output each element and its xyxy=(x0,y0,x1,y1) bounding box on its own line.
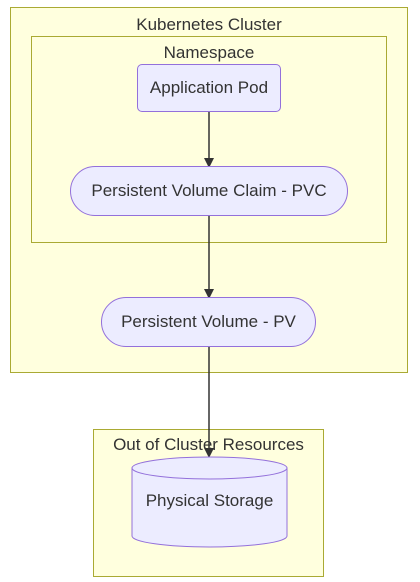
pvc-label: Persistent Volume Claim - PVC xyxy=(91,181,327,200)
namespace-cluster-label: Namespace xyxy=(163,43,255,62)
physical-storage-label: Physical Storage xyxy=(145,491,274,510)
pvc-node: Persistent Volume Claim - PVC xyxy=(70,166,348,216)
application-pod-node: Application Pod xyxy=(137,64,281,112)
kubernetes-cluster-label: Kubernetes Cluster xyxy=(136,15,282,34)
application-pod-label: Application Pod xyxy=(149,78,269,97)
pv-label: Persistent Volume - PV xyxy=(121,312,296,331)
pv-node: Persistent Volume - PV xyxy=(101,297,316,347)
